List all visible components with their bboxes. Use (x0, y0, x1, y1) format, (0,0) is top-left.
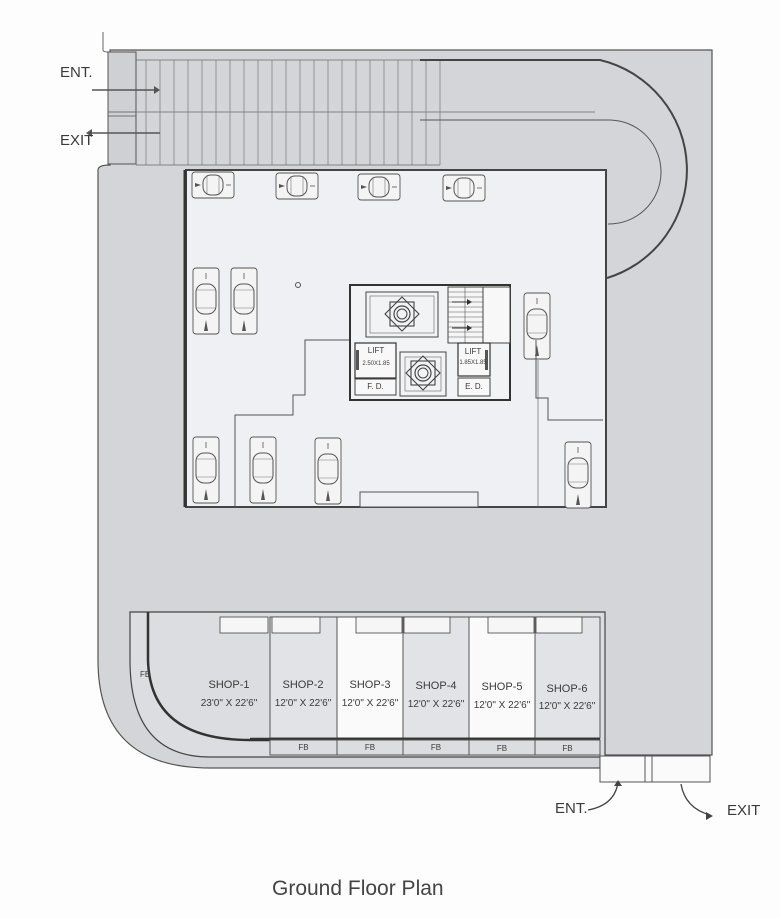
entry-label-top: ENT. (60, 64, 93, 81)
shop-fb: FB (562, 744, 573, 753)
shop-size: 12'0" X 22'6" (473, 700, 531, 711)
shop-name: SHOP-2 (282, 679, 324, 691)
shop-size: 12'0" X 22'6" (538, 701, 596, 712)
shop-fb: FB (430, 743, 442, 752)
lift-1-label: LIFT (367, 346, 385, 355)
fire-duct-label: F. D. (367, 382, 384, 391)
entry-label-bottom: ENT. (555, 800, 588, 817)
shop-fb: FB (364, 743, 376, 752)
shop-fb: FB (496, 744, 508, 753)
exit-label-top: EXIT (60, 132, 94, 149)
shop-size: 23'0" X 22'6" (200, 698, 258, 709)
lift-2-size: 1.85X1.85 (459, 360, 487, 366)
shop-name: SHOP-1 (208, 679, 250, 691)
shop-name: SHOP-6 (546, 683, 588, 695)
plan-title: Ground Floor Plan (272, 877, 444, 900)
shop-size: 12'0" X 22'6" (274, 698, 332, 709)
shop-name: SHOP-5 (481, 681, 523, 693)
lift-1-size: 2.50X1.85 (362, 361, 390, 367)
shop-size: 12'0" X 22'6" (407, 699, 465, 710)
electric-duct-label: E. D. (465, 382, 483, 391)
lift-2-label: LIFT (464, 347, 482, 356)
shop-name: SHOP-3 (349, 679, 391, 691)
shop-fb: FB (298, 743, 309, 752)
exit-label-bottom: EXIT (727, 802, 761, 819)
shop-size: 12'0" X 22'6" (341, 698, 399, 709)
shop-fb: FB (140, 670, 151, 679)
shop-name: SHOP-4 (415, 680, 457, 692)
